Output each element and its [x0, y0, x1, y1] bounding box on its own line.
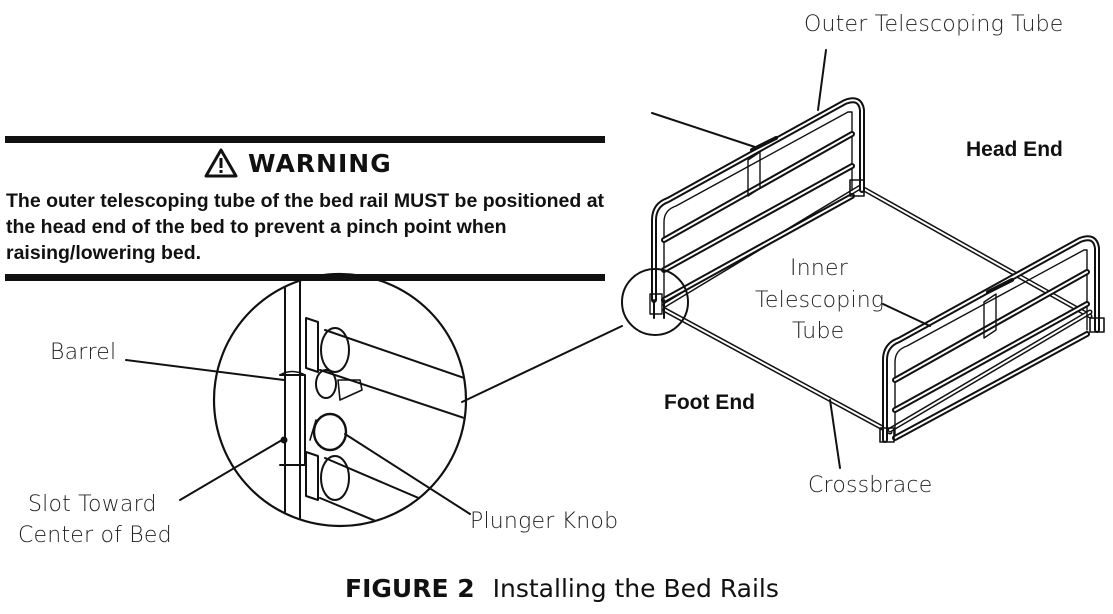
leader-outer-tube	[817, 49, 827, 111]
leader-inner-tube	[882, 303, 931, 327]
warning-heading: WARNING	[204, 148, 392, 178]
label-slot-line2: Center of Bed	[18, 523, 172, 548]
leader-plunger-knob	[344, 433, 471, 515]
leader-barrel	[125, 359, 285, 381]
label-barrel: Barrel	[50, 340, 117, 365]
label-plunger-knob: Plunger Knob	[470, 509, 619, 534]
label-foot-end: Foot End	[664, 391, 755, 414]
warning-bottom-rule	[5, 274, 605, 281]
leader-slot	[179, 439, 283, 501]
leader-crossbrace	[829, 399, 841, 469]
left-bed-rail	[651, 97, 865, 319]
label-slot-line1: Slot Toward	[28, 492, 157, 517]
label-inner-tube-line2: Telescoping	[755, 288, 885, 313]
zoomed-detail	[212, 272, 468, 528]
label-crossbrace: Crossbrace	[808, 473, 933, 498]
leader-outer-tube-2	[651, 112, 759, 149]
label-outer-telescoping-tube: Outer Telescoping Tube	[804, 12, 1064, 37]
warning-title: WARNING	[248, 148, 392, 178]
detail-callout-circle	[621, 268, 689, 336]
figure-title: Installing the Bed Rails	[492, 574, 779, 603]
warning-text: The outer telescoping tube of the bed ra…	[6, 190, 605, 264]
label-inner-tube-line3: Tube	[792, 319, 845, 344]
warning-top-rule	[5, 136, 605, 143]
label-head-end: Head End	[966, 138, 1063, 161]
right-bed-rail	[879, 235, 1105, 443]
figure-number: FIGURE 2	[345, 574, 475, 603]
label-inner-tube-line1: Inner	[790, 256, 848, 281]
leader-zoom	[461, 325, 623, 403]
figure-caption: FIGURE 2 Installing the Bed Rails	[345, 574, 779, 603]
warning-triangle-icon	[204, 148, 238, 178]
